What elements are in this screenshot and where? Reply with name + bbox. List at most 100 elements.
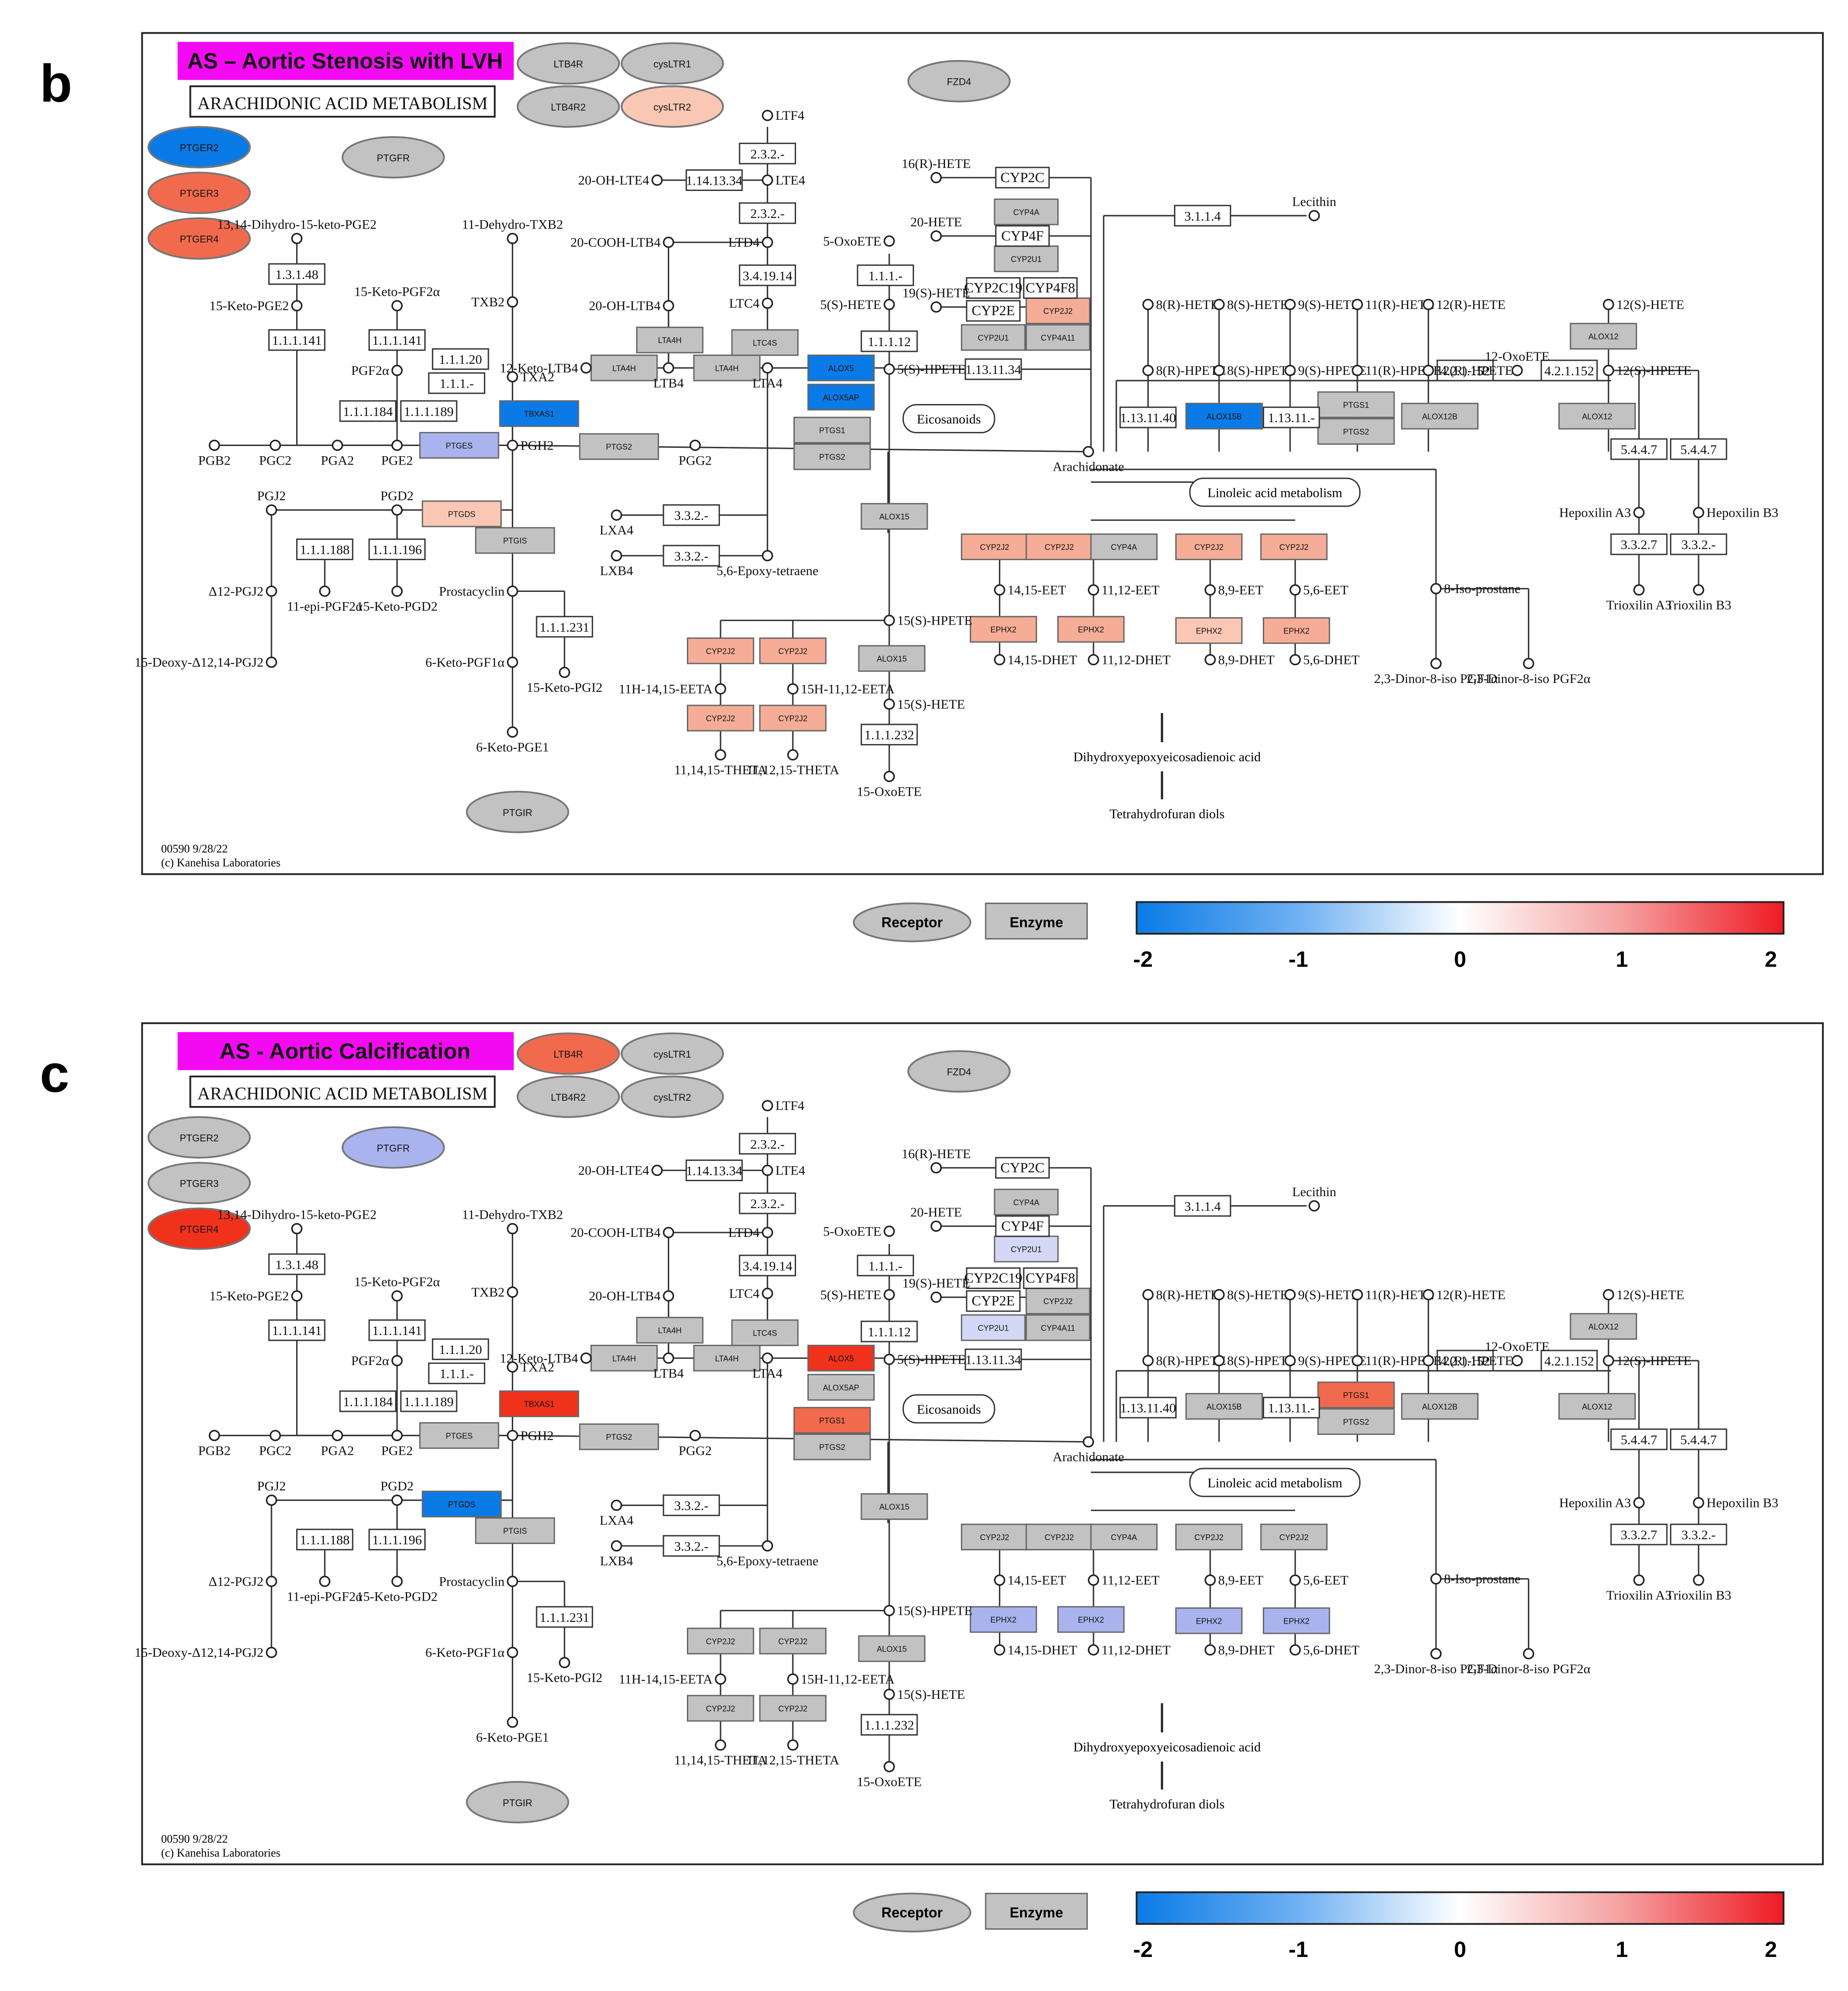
metabolite-node — [1693, 1574, 1704, 1586]
metabolite-node — [507, 726, 518, 738]
ec-number-box — [861, 1714, 918, 1736]
product-label: Tetrahydrofuran diols — [1109, 807, 1224, 821]
metabolite-node — [1352, 1355, 1363, 1366]
metabolite-node — [1213, 299, 1225, 310]
metabolite-label: Hepoxilin B3 — [1707, 1495, 1779, 1510]
enzyme-ephx2-b — [1057, 616, 1125, 643]
metabolite-label: Δ12-PGJ2 — [209, 1574, 263, 1589]
gene-box-label: CYP4F8 — [1025, 279, 1075, 295]
ec-number-box — [432, 1338, 489, 1360]
ec-number: 1.1.1.141 — [272, 333, 322, 348]
metabolite-label: 14,15-EET — [1008, 583, 1066, 598]
metabolite-label: 11-epi-PGF2α — [287, 1589, 363, 1604]
enzyme-label: CYP2J2 — [1194, 1533, 1223, 1542]
metabolite-label: 5-OxoETE — [823, 234, 881, 248]
ec-number: 1.14.13.34 — [686, 174, 743, 188]
receptor-ptger2 — [147, 1116, 251, 1159]
metabolite-node — [580, 362, 592, 374]
enzyme-label: ALOX12 — [1589, 332, 1619, 341]
gene-box-label: CYP4F8 — [1025, 1270, 1075, 1285]
enzyme-label: EPHX2 — [1078, 626, 1104, 634]
metabolite-label: Hepoxilin B3 — [1707, 505, 1779, 520]
enzyme-ephx2-a — [970, 1606, 1037, 1633]
ec-number-box — [739, 202, 796, 224]
metabolite-label: LTD4 — [728, 1225, 760, 1240]
enzyme-lta4h-a — [636, 1316, 704, 1344]
metabolite-node — [291, 233, 303, 244]
panel-letter: b — [40, 54, 72, 113]
ec-number-box — [739, 264, 796, 286]
metabolite-node — [209, 439, 220, 451]
metabolite-label: 2,3-Dinor-8-iso PGF2α — [1467, 1662, 1590, 1676]
receptor-ptger4 — [147, 1207, 251, 1250]
enzyme-cyp2j2-f — [687, 1628, 754, 1655]
enzyme-label: CYP2J2 — [1194, 543, 1223, 552]
metabolite-label: 11-Dehydro-TXB2 — [462, 217, 563, 232]
enzyme-cyp2j2-c — [1025, 1523, 1093, 1551]
enzyme-ptgs2-b — [793, 443, 871, 470]
metabolite-label: PGG2 — [678, 453, 712, 468]
linked-pathway-box — [1189, 477, 1361, 507]
metabolite-label: PGA2 — [321, 453, 354, 468]
metabolite-label: Arachidonate — [1053, 1450, 1124, 1465]
ec-number: 1.1.1.12 — [868, 1325, 911, 1339]
ec-number: 3.3.2.- — [674, 1539, 709, 1554]
linked-pathway-label: Linoleic acid metabolism — [1208, 1476, 1342, 1491]
metabolite-node — [559, 1657, 570, 1668]
metabolite-node — [266, 656, 277, 668]
gene-box-cyp2c19 — [966, 1267, 1021, 1289]
enzyme-cyp2j2-h — [687, 1695, 754, 1722]
metabolite-label: 15H-11,12-EETA — [801, 1672, 895, 1686]
enzyme-ptgds — [422, 500, 502, 527]
enzyme-cyp4a11 — [1025, 324, 1090, 351]
enzyme-cyp2j2-e — [1260, 533, 1328, 561]
metabolite-label: TXB2 — [471, 295, 504, 309]
enzyme-ptgis — [475, 527, 555, 554]
metabolite-node — [611, 1499, 622, 1511]
metabolite-label: PGF2α — [351, 363, 389, 378]
metabolite-label: TXA2 — [520, 370, 554, 384]
enzyme-label: ALOX15B — [1207, 1402, 1242, 1411]
metabolite-node — [994, 584, 1006, 596]
panel-title: AS – Aortic Stenosis with LVH — [187, 49, 503, 73]
enzyme-label: PTGS1 — [1343, 401, 1369, 410]
metabolite-label: 15-Keto-PGF2α — [354, 285, 440, 299]
enzyme-alox12-b — [1558, 1393, 1636, 1420]
gene-box-label: CYP4F — [1001, 228, 1044, 244]
metabolite-node — [762, 1540, 773, 1552]
metabolite-node — [762, 1227, 773, 1238]
metabolite-label: PGH2 — [520, 438, 553, 453]
ec-number-box — [1263, 406, 1320, 428]
ec-number-box — [1540, 1350, 1598, 1372]
enzyme-cyp2j2-e — [1260, 1523, 1328, 1551]
enzyme-alox12-a — [1570, 323, 1637, 350]
ec-number: 5.4.4.7 — [1680, 442, 1717, 457]
ec-number-box — [1174, 1195, 1231, 1217]
enzyme-alox5ap — [807, 1374, 875, 1401]
enzyme-label: CYP2J2 — [778, 714, 808, 723]
metabolite-label: 8-Iso-prostane — [1444, 582, 1520, 596]
metabolite-node — [884, 363, 895, 375]
metabolite-node — [1352, 365, 1363, 376]
ec-number: 1.1.1.- — [439, 1367, 474, 1381]
enzyme-label: CYP2U1 — [1011, 255, 1042, 263]
metabolite-node — [507, 1361, 518, 1373]
metabolite-label: TXB2 — [471, 1285, 504, 1300]
metabolite-label: 15-Keto-PGD2 — [357, 599, 438, 614]
metabolite-node — [762, 550, 773, 561]
metabolite-node — [994, 1644, 1006, 1656]
receptor-label: cysLTR2 — [654, 1092, 691, 1103]
enzyme-label: PTGES — [446, 441, 472, 450]
metabolite-node — [1082, 1436, 1094, 1448]
ec-number: 1.1.1.20 — [439, 352, 482, 367]
metabolite-node — [762, 1100, 773, 1111]
ec-number: 2.3.2.- — [751, 1137, 785, 1152]
ec-number-box — [663, 545, 720, 567]
ec-number: 1.13.11.40 — [1120, 411, 1176, 425]
metabolite-node — [690, 1430, 701, 1442]
metabolite-label: PGG2 — [678, 1443, 712, 1458]
metabolite-label: 12(S)-HETE — [1616, 298, 1684, 312]
enzyme-cyp2j2-i — [759, 705, 827, 732]
metabolite-node — [1142, 1289, 1154, 1301]
receptor-label: cysLTR1 — [654, 1049, 691, 1060]
